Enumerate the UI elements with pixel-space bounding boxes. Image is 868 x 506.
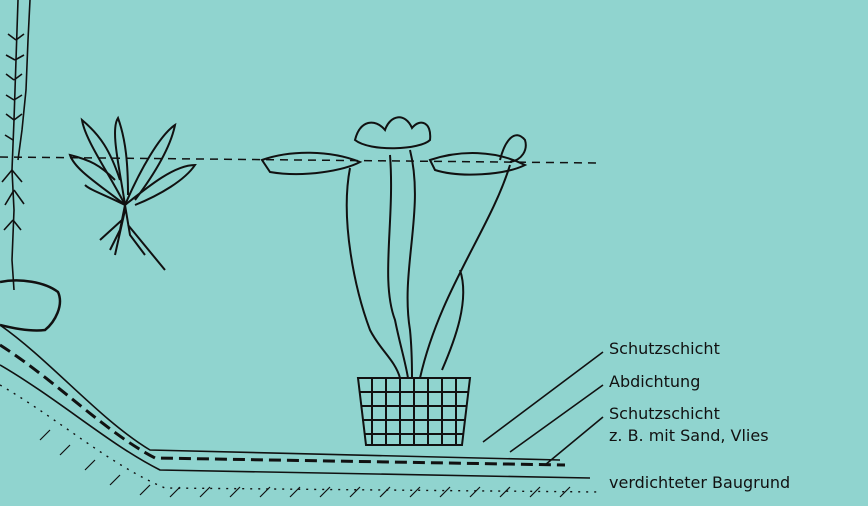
- plant-basket: [358, 378, 470, 445]
- stone: [0, 280, 60, 330]
- label-compacted-ground: verdichteter Baugrund: [609, 474, 790, 492]
- label-sealing-layer: Abdichtung: [609, 373, 700, 391]
- label-protective-layer-bottom: Schutzschicht: [609, 405, 720, 423]
- label-protective-layer-top: Schutzschicht: [609, 340, 720, 358]
- water-lily-plant: [262, 117, 526, 378]
- label-protective-layer-note: z. B. mit Sand, Vlies: [609, 427, 769, 445]
- pond-liner-layers: [0, 325, 600, 492]
- label-leader-lines: [483, 352, 603, 465]
- submerged-stem-plant: [2, 0, 30, 290]
- floating-rosette-plant: [70, 118, 195, 270]
